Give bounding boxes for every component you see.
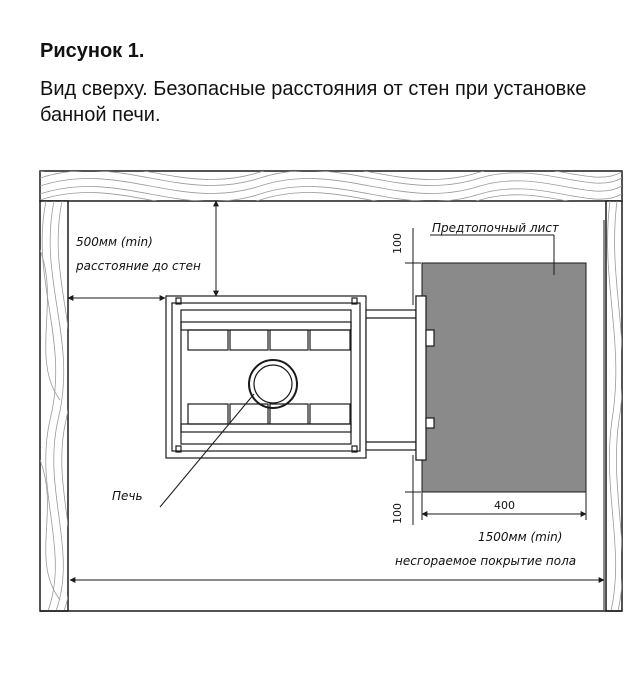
stove-door xyxy=(415,295,435,461)
wall-distance-value: 500мм (min) xyxy=(76,235,153,249)
floor-distance-text: несгораемое покрытие пола xyxy=(395,554,576,568)
dim-sheet-width xyxy=(421,492,587,520)
wall-right xyxy=(605,200,623,612)
figure-label: Рисунок 1. xyxy=(40,40,145,62)
wall-distance-text: расстояние до стен xyxy=(75,259,201,273)
floor-distance-value: 1500мм (min) xyxy=(478,530,562,544)
stove xyxy=(165,295,440,461)
dim-sheet-top xyxy=(405,228,421,305)
stove-leader xyxy=(159,393,255,508)
wall-top xyxy=(39,170,623,202)
dim-top-value: 100 xyxy=(391,233,404,254)
dim-width-value: 400 xyxy=(494,499,515,512)
dim-sheet-bottom xyxy=(405,455,421,525)
pre-furnace-sheet-label: Предтопочный лист xyxy=(432,221,560,235)
wall-left xyxy=(39,200,69,612)
figure-caption: Вид сверху. Безопасные расстояния от сте… xyxy=(40,78,587,126)
pre-furnace-sheet xyxy=(421,262,587,493)
dim-bottom-value: 100 xyxy=(391,503,404,524)
stove-label: Печь xyxy=(112,489,143,503)
